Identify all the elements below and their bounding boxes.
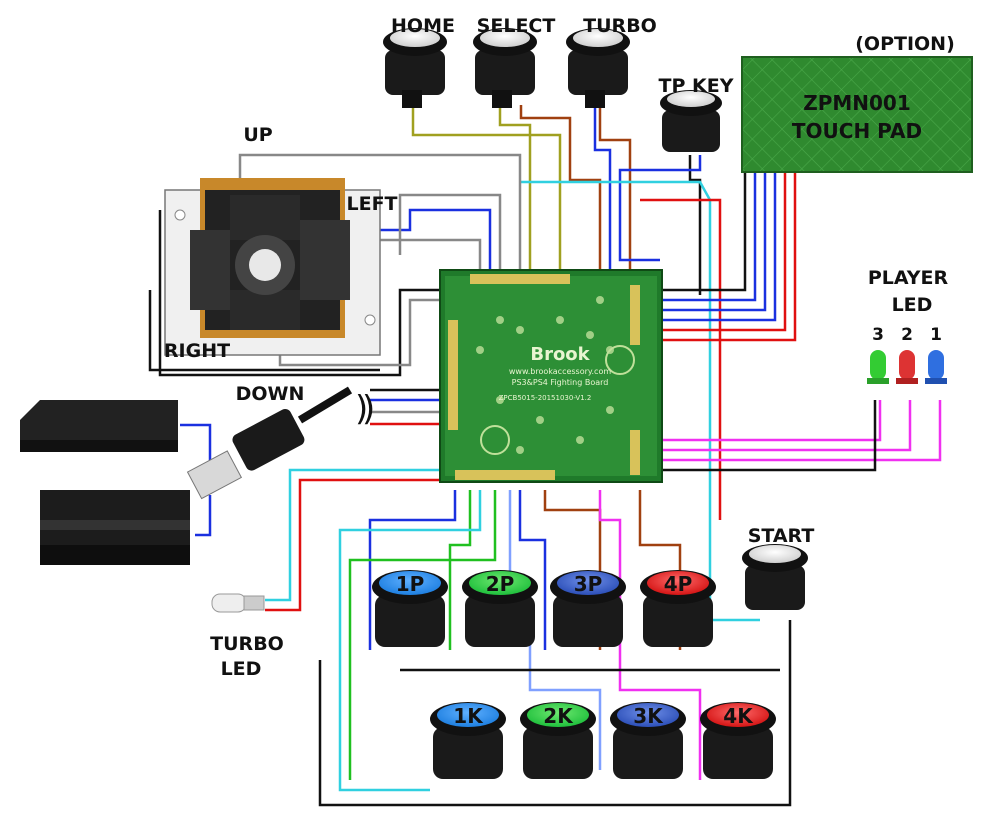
button-3p-label: 3P (574, 572, 603, 596)
pcb-icon: Brook www.brookaccessory.com PS3&PS4 Fig… (439, 269, 663, 483)
pcb-url: www.brookaccessory.com (509, 367, 611, 376)
label-led-1: 1 (930, 325, 942, 345)
button-1p: 1P (372, 570, 448, 647)
svg-text:): ) (355, 389, 368, 429)
label-turbo-led-2: LED (221, 658, 262, 680)
button-4k: 4K (700, 702, 776, 779)
label-led-2: 2 (901, 325, 913, 345)
player-led-2 (896, 350, 918, 384)
touchpad-model: ZPMN001 (803, 91, 911, 115)
label-down: DOWN (236, 383, 305, 405)
usb-plug-icon: ) ) (186, 386, 375, 500)
player-led-3 (867, 350, 889, 384)
button-1p-label: 1P (396, 572, 425, 596)
button-1k-label: 1K (453, 704, 484, 728)
touchpad-icon: ZPMN001 TOUCH PAD (741, 56, 973, 173)
button-3k-label: 3K (633, 704, 664, 728)
start-button (742, 544, 808, 610)
button-2p: 2P (462, 570, 538, 647)
label-tp-key: TP KEY (659, 75, 734, 97)
pcb-name: PS3&PS4 Fighting Board (512, 378, 609, 387)
button-3k: 3K (610, 702, 686, 779)
label-right: RIGHT (164, 340, 230, 362)
button-4k-label: 4K (723, 704, 754, 728)
button-3p: 3P (550, 570, 626, 647)
joystick-icon (164, 178, 381, 356)
select-button (473, 28, 537, 108)
label-turbo: TURBO (583, 15, 657, 37)
label-player-led: LED (892, 294, 933, 316)
button-1k: 1K (430, 702, 506, 779)
label-turbo-led-1: TURBO (210, 633, 284, 655)
touchpad-name: TOUCH PAD (792, 119, 922, 143)
player-led-1 (925, 350, 947, 384)
pcb-brand: Brook (530, 344, 590, 365)
button-4p-label: 4P (664, 572, 693, 596)
pcb-version: ZPCB5015-20151030-V1.2 (499, 394, 592, 402)
button-2k: 2K (520, 702, 596, 779)
label-led-3: 3 (872, 325, 884, 345)
button-2k-label: 2K (543, 704, 574, 728)
svg-text:): ) (362, 389, 375, 429)
turbo-button (566, 28, 630, 108)
label-home: HOME (391, 15, 455, 37)
label-select: SELECT (477, 15, 556, 37)
button-4p: 4P (640, 570, 716, 647)
led-icon (211, 593, 265, 613)
home-button (383, 28, 447, 108)
label-start: START (748, 525, 815, 547)
button-2p-label: 2P (486, 572, 515, 596)
label-option: (OPTION) (855, 33, 955, 55)
label-up: UP (243, 124, 272, 146)
label-left: LEFT (346, 193, 397, 215)
label-player: PLAYER (868, 267, 949, 289)
tp-key-button (660, 90, 722, 152)
console-icon (20, 400, 190, 565)
